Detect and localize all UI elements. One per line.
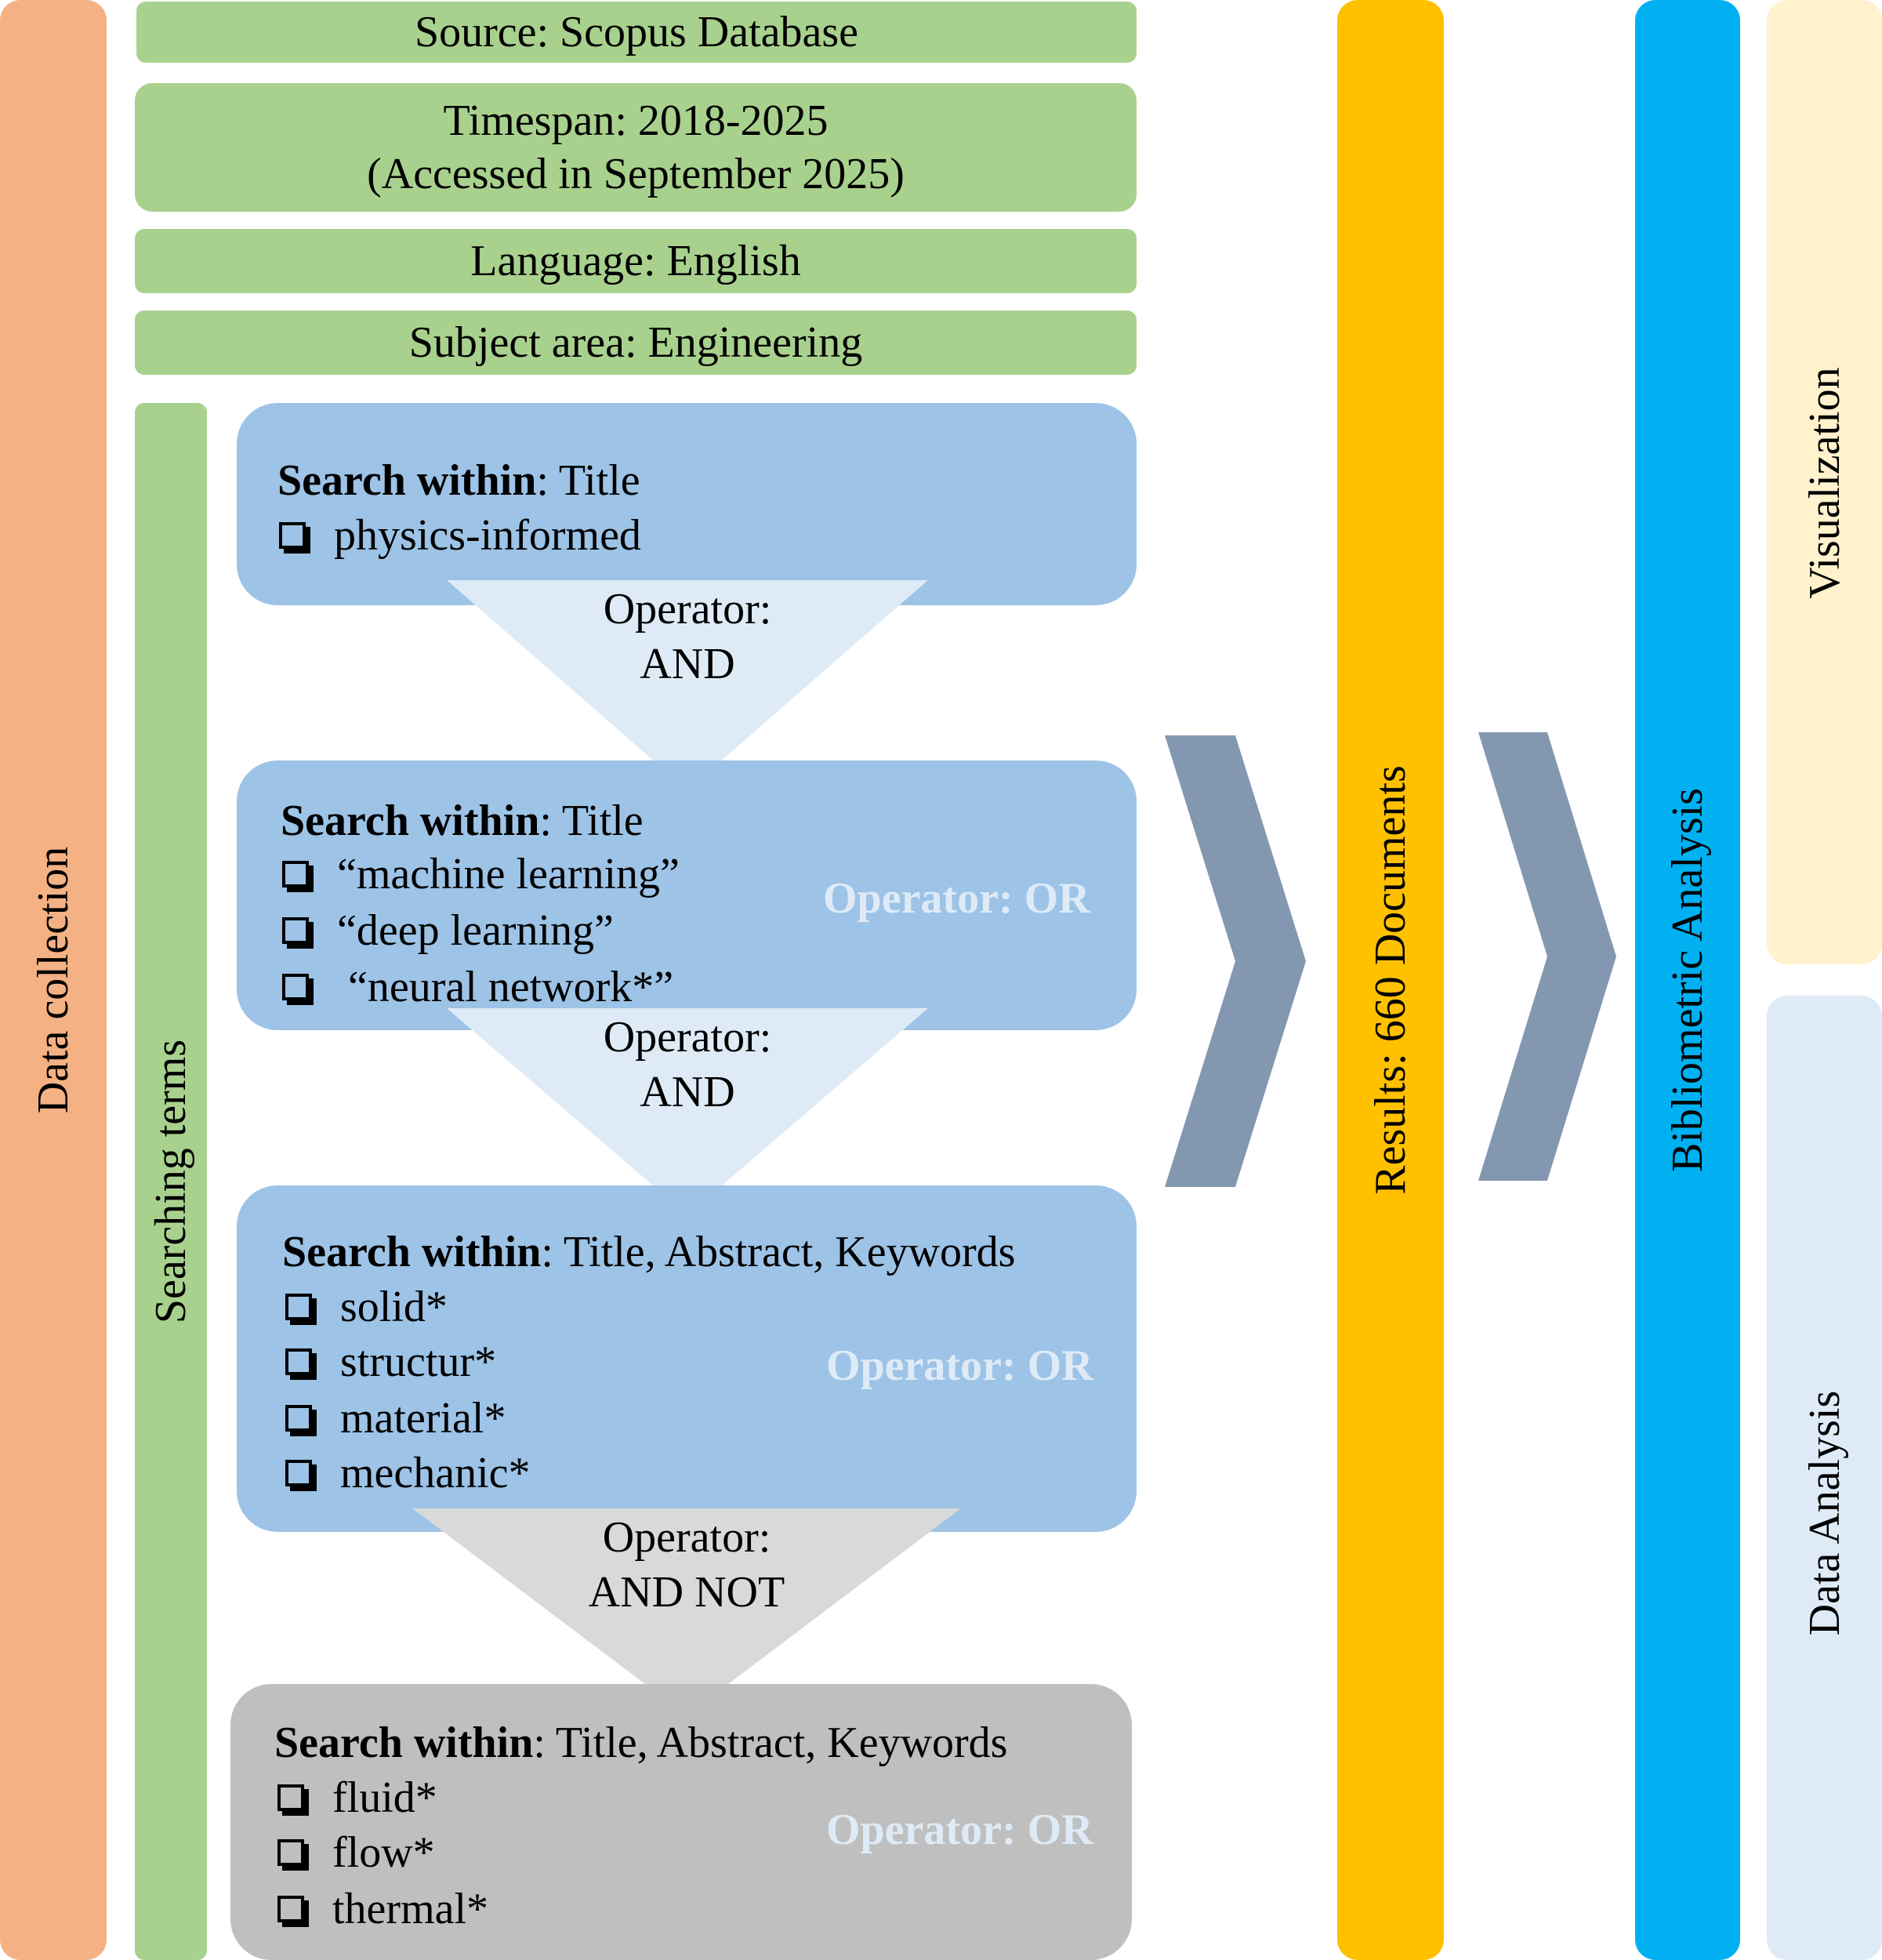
chevron-arrow-icon bbox=[1478, 732, 1616, 1181]
connector-2-label: Operator: AND bbox=[603, 1013, 772, 1116]
block-2-operator-label: Operator: OR bbox=[823, 874, 1090, 923]
data-collection-bar: Data collection bbox=[0, 0, 107, 1960]
subject-area-bar: Subject area: Engineering bbox=[135, 310, 1137, 375]
search-term-item: material* bbox=[285, 1391, 506, 1446]
operator-connector-2 bbox=[447, 1008, 928, 1215]
timespan-label: Timespan: 2018-2025 bbox=[443, 96, 829, 145]
block-4-operator-label: Operator: OR bbox=[826, 1806, 1093, 1854]
language-label: Language: English bbox=[470, 237, 801, 285]
bibliometric-analysis-bar: Bibliometric Analysis bbox=[1635, 0, 1740, 1960]
checkbox-icon bbox=[285, 1348, 317, 1380]
operator-connector-3 bbox=[412, 1508, 961, 1715]
visualization-label: Visualization bbox=[1800, 367, 1849, 599]
bibliometric-analysis-label: Bibliometric Analysis bbox=[1663, 788, 1712, 1172]
searching-terms-bar: Searching terms bbox=[135, 403, 207, 1960]
search-block-3: Search within: Title, Abstract, Keywords… bbox=[237, 1185, 1137, 1532]
search-term-item: mechanic* bbox=[285, 1446, 531, 1501]
block-3-operator-label: Operator: OR bbox=[826, 1341, 1093, 1390]
search-term-item: “neural network*” bbox=[282, 960, 673, 1014]
search-term-item: “machine learning” bbox=[282, 847, 680, 902]
search-term-item: flow* bbox=[277, 1825, 435, 1880]
search-block-3-heading: Search within: Title, Abstract, Keywords bbox=[282, 1228, 1016, 1276]
results-label: Results: 660 Documents bbox=[1366, 765, 1415, 1195]
source-label: Source: Scopus Database bbox=[414, 8, 859, 56]
checkbox-icon bbox=[285, 1405, 317, 1436]
connector-1-label: Operator: AND bbox=[603, 585, 772, 688]
checkbox-icon bbox=[277, 1839, 309, 1871]
checkbox-icon bbox=[282, 861, 314, 892]
search-block-2-heading: Search within: Title bbox=[281, 797, 644, 845]
source-bar: Source: Scopus Database bbox=[136, 2, 1137, 63]
subject-area-label: Subject area: Engineering bbox=[408, 318, 863, 367]
search-term-item: thermal* bbox=[277, 1882, 488, 1936]
search-term-item: “deep learning” bbox=[282, 903, 614, 958]
checkbox-icon bbox=[279, 522, 310, 554]
checkbox-icon bbox=[277, 1784, 309, 1816]
search-term-item: physics-informed bbox=[279, 508, 641, 563]
data-collection-label: Data collection bbox=[29, 846, 78, 1114]
search-term-item: solid* bbox=[285, 1279, 448, 1334]
language-bar: Language: English bbox=[135, 229, 1137, 293]
checkbox-icon bbox=[282, 917, 314, 949]
checkbox-icon bbox=[285, 1460, 317, 1491]
results-bar: Results: 660 Documents bbox=[1337, 0, 1444, 1960]
search-block-2: Search within: Title “machine learning” … bbox=[237, 760, 1137, 1030]
chevron-arrow-icon bbox=[1165, 735, 1306, 1187]
searching-terms-label: Searching terms bbox=[147, 1039, 195, 1324]
timespan-bar: Timespan: 2018-2025 (Accessed in Septemb… bbox=[135, 83, 1137, 212]
checkbox-icon bbox=[285, 1294, 317, 1325]
search-term-item: fluid* bbox=[277, 1770, 437, 1825]
checkbox-icon bbox=[277, 1896, 309, 1927]
visualization-bar: Visualization bbox=[1767, 0, 1882, 964]
timespan-accessed-label: (Accessed in September 2025) bbox=[367, 150, 905, 198]
data-analysis-bar: Data Analysis bbox=[1767, 996, 1882, 1960]
checkbox-icon bbox=[282, 974, 314, 1005]
search-block-1: Search within: Title physics-informed bbox=[237, 403, 1137, 605]
operator-connector-1 bbox=[447, 580, 928, 790]
search-block-1-heading: Search within: Title bbox=[277, 456, 640, 505]
search-block-4-heading: Search within: Title, Abstract, Keywords bbox=[274, 1719, 1008, 1767]
search-block-4: Search within: Title, Abstract, Keywords… bbox=[230, 1684, 1132, 1960]
connector-3-label: Operator: AND NOT bbox=[588, 1513, 785, 1617]
search-term-item: structur* bbox=[285, 1334, 496, 1389]
data-analysis-label: Data Analysis bbox=[1800, 1390, 1849, 1636]
